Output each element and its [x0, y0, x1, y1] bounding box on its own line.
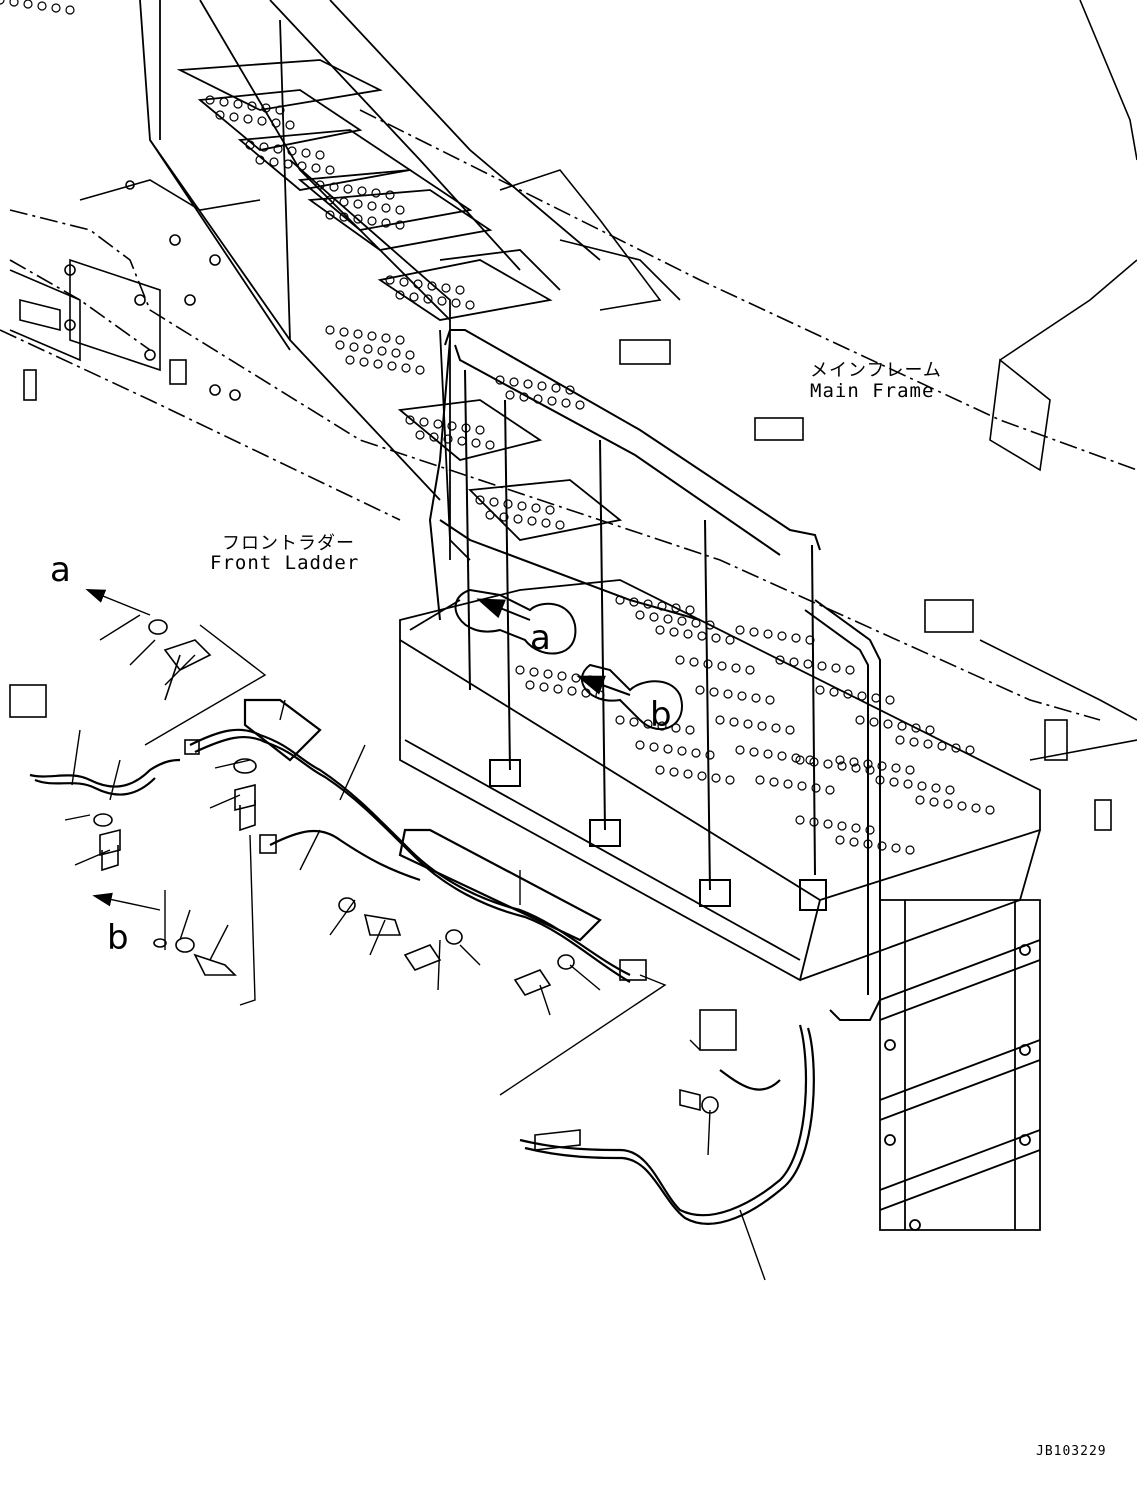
- main-frame-label-en: Main Frame: [810, 380, 935, 402]
- drawing-id: JB103229: [1036, 1444, 1107, 1459]
- left-bracket-structure: [9, 179, 261, 401]
- view-b-label-left: b: [107, 918, 130, 958]
- view-b-label-center: b: [650, 695, 673, 735]
- platform-perforations: [515, 595, 995, 855]
- front-ladder-label-en: Front Ladder: [210, 552, 360, 574]
- fasteners: [9, 619, 737, 1151]
- handrail: [428, 329, 881, 1021]
- wire-harness: [29, 698, 815, 1225]
- main-frame-outline: [0, 0, 1137, 831]
- stair-perforations: [0, 0, 585, 530]
- front-ladder-stairway: [139, 0, 623, 561]
- view-a-label-left: a: [50, 550, 72, 590]
- view-a-label-center: a: [530, 618, 552, 658]
- view-arrow-bubbles: [454, 588, 683, 731]
- front-ladder-label-jp: フロントラダー: [222, 533, 355, 554]
- leader-lines: [64, 588, 766, 1281]
- main-frame-label-jp: メインフレーム: [810, 360, 942, 381]
- lower-ladder: [879, 899, 1041, 1231]
